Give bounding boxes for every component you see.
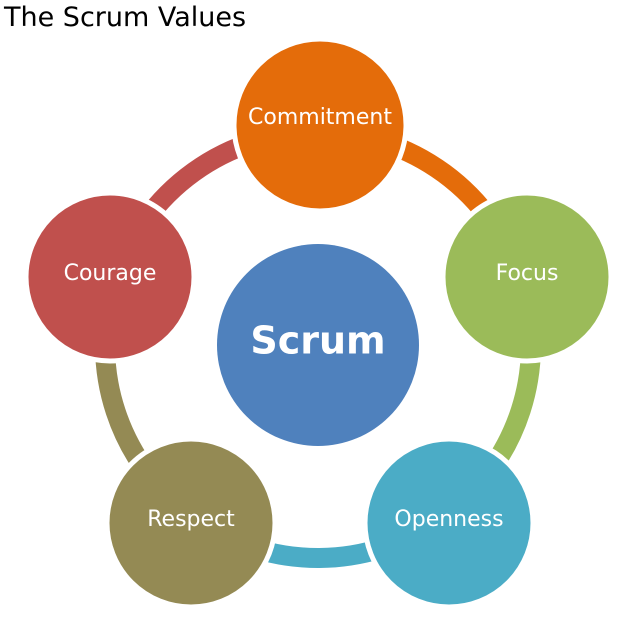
value-node-openness: Openness <box>362 436 536 610</box>
value-node-respect: Respect <box>104 436 278 610</box>
value-label-commitment: Commitment <box>248 105 392 130</box>
value-node-commitment: Commitment <box>231 36 409 214</box>
value-circle-focus <box>440 190 614 364</box>
value-circle-commitment <box>231 36 409 214</box>
value-circle-openness <box>362 436 536 610</box>
center-label: Scrum <box>250 319 385 363</box>
value-node-focus: Focus <box>440 190 614 364</box>
value-label-focus: Focus <box>496 261 559 286</box>
value-circle-respect <box>104 436 278 610</box>
value-label-respect: Respect <box>147 507 235 532</box>
center-circle <box>217 244 419 446</box>
center-node: Scrum <box>217 244 419 446</box>
value-label-courage: Courage <box>64 261 157 286</box>
value-node-courage: Courage <box>23 190 197 364</box>
value-label-openness: Openness <box>394 507 503 532</box>
page-title: The Scrum Values <box>4 2 247 33</box>
value-circle-courage <box>23 190 197 364</box>
